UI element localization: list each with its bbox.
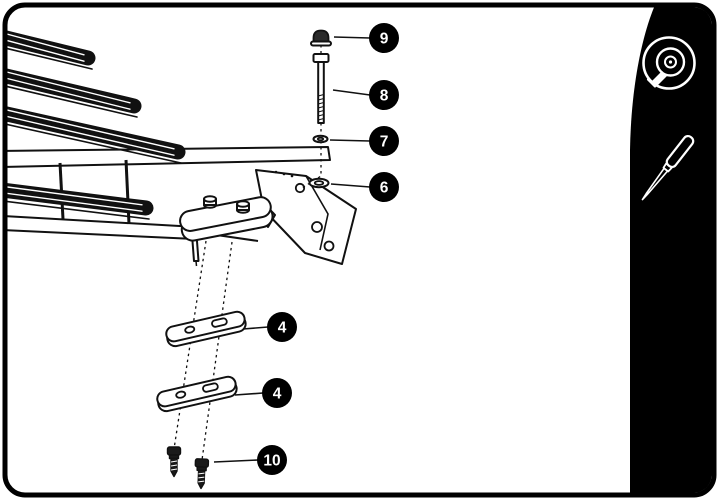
tools-panel — [630, 7, 712, 493]
spacer-plate-part-4 — [165, 310, 247, 348]
callout-4b: 4 — [234, 378, 292, 408]
callout-leader — [242, 326, 269, 330]
figure-background — [5, 5, 714, 495]
bracket-gusset — [255, 169, 357, 265]
plate-bolt — [203, 195, 217, 209]
callout-leader — [330, 183, 371, 188]
flat-washer-part-6 — [308, 177, 330, 189]
mounting-bracket-assembly — [179, 169, 357, 267]
callout-number: 6 — [380, 180, 389, 197]
callout-leader — [213, 459, 259, 463]
callout-number: 4 — [273, 386, 282, 403]
callout-leader — [333, 36, 371, 39]
awl-icon — [641, 134, 695, 201]
callout-badge — [369, 126, 399, 156]
callout-8: 8 — [332, 80, 399, 110]
mounting-bolt-part-10 — [194, 458, 210, 490]
callout-badge — [369, 80, 399, 110]
callout-number: 9 — [380, 31, 389, 48]
callout-number: 8 — [380, 88, 389, 105]
bolt-hole — [294, 182, 306, 194]
platform-deck — [7, 29, 331, 242]
tape-measure-icon — [642, 36, 696, 90]
callout-7: 7 — [329, 126, 399, 156]
hex-bolt-part-8 — [312, 53, 330, 124]
callout-badge — [262, 378, 292, 408]
spacer-plate-part-4 — [156, 375, 238, 413]
lock-washer-part-7 — [312, 134, 329, 144]
deck-slat — [7, 67, 142, 118]
callout-9: 9 — [333, 23, 399, 53]
callout-number: 10 — [263, 453, 280, 470]
callout-leader — [329, 139, 371, 142]
cap-nut-part-9 — [310, 29, 332, 47]
deck-slat — [7, 105, 186, 164]
plate-bolt — [236, 200, 250, 214]
callout-badge — [257, 445, 287, 475]
callout-leader — [332, 89, 371, 96]
callout-badge — [369, 23, 399, 53]
callout-badge — [267, 312, 297, 342]
callout-leader — [234, 392, 264, 396]
callout-4a: 4 — [242, 312, 297, 342]
callout-6: 6 — [330, 172, 399, 202]
tools-panel-background — [630, 7, 712, 493]
callout-number: 7 — [380, 134, 389, 151]
deck-slat — [7, 29, 96, 70]
callout-number: 4 — [278, 320, 287, 337]
deck-slat — [7, 182, 154, 220]
mounting-bolt-part-10 — [166, 446, 182, 478]
callout-badge — [369, 172, 399, 202]
callout-10: 10 — [213, 445, 287, 475]
